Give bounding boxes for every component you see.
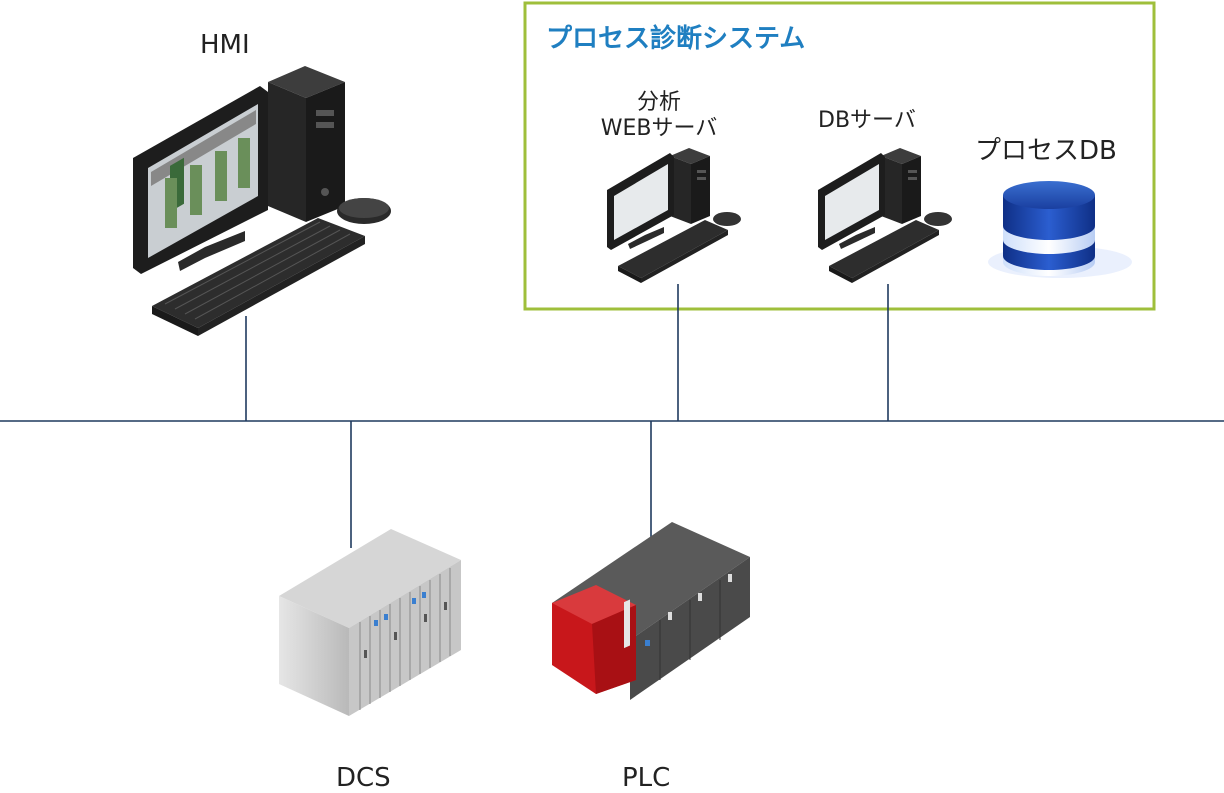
web-server-label-line1: 分析 bbox=[636, 90, 681, 115]
plc-cabinet-icon bbox=[552, 522, 750, 700]
plc-label: PLC bbox=[622, 763, 671, 793]
dcs-rack-icon bbox=[279, 529, 461, 716]
db-server-label: DBサーバ bbox=[818, 108, 916, 133]
system-box-title: プロセス診断システム bbox=[546, 24, 806, 54]
web-server-label: 分析 WEBサーバ bbox=[574, 90, 744, 142]
network-lines bbox=[0, 284, 1224, 548]
process-diagnosis-system-box bbox=[523, 1, 1156, 311]
process-db-label: プロセスDB bbox=[975, 136, 1117, 166]
hmi-workstation-icon bbox=[133, 66, 391, 336]
web-server-icon bbox=[607, 148, 741, 283]
hmi-label: HMI bbox=[200, 30, 250, 60]
process-db-icon bbox=[988, 181, 1132, 278]
web-server-label-line2: WEBサーバ bbox=[600, 116, 718, 141]
db-server-icon bbox=[818, 148, 952, 283]
dcs-label: DCS bbox=[336, 763, 391, 793]
